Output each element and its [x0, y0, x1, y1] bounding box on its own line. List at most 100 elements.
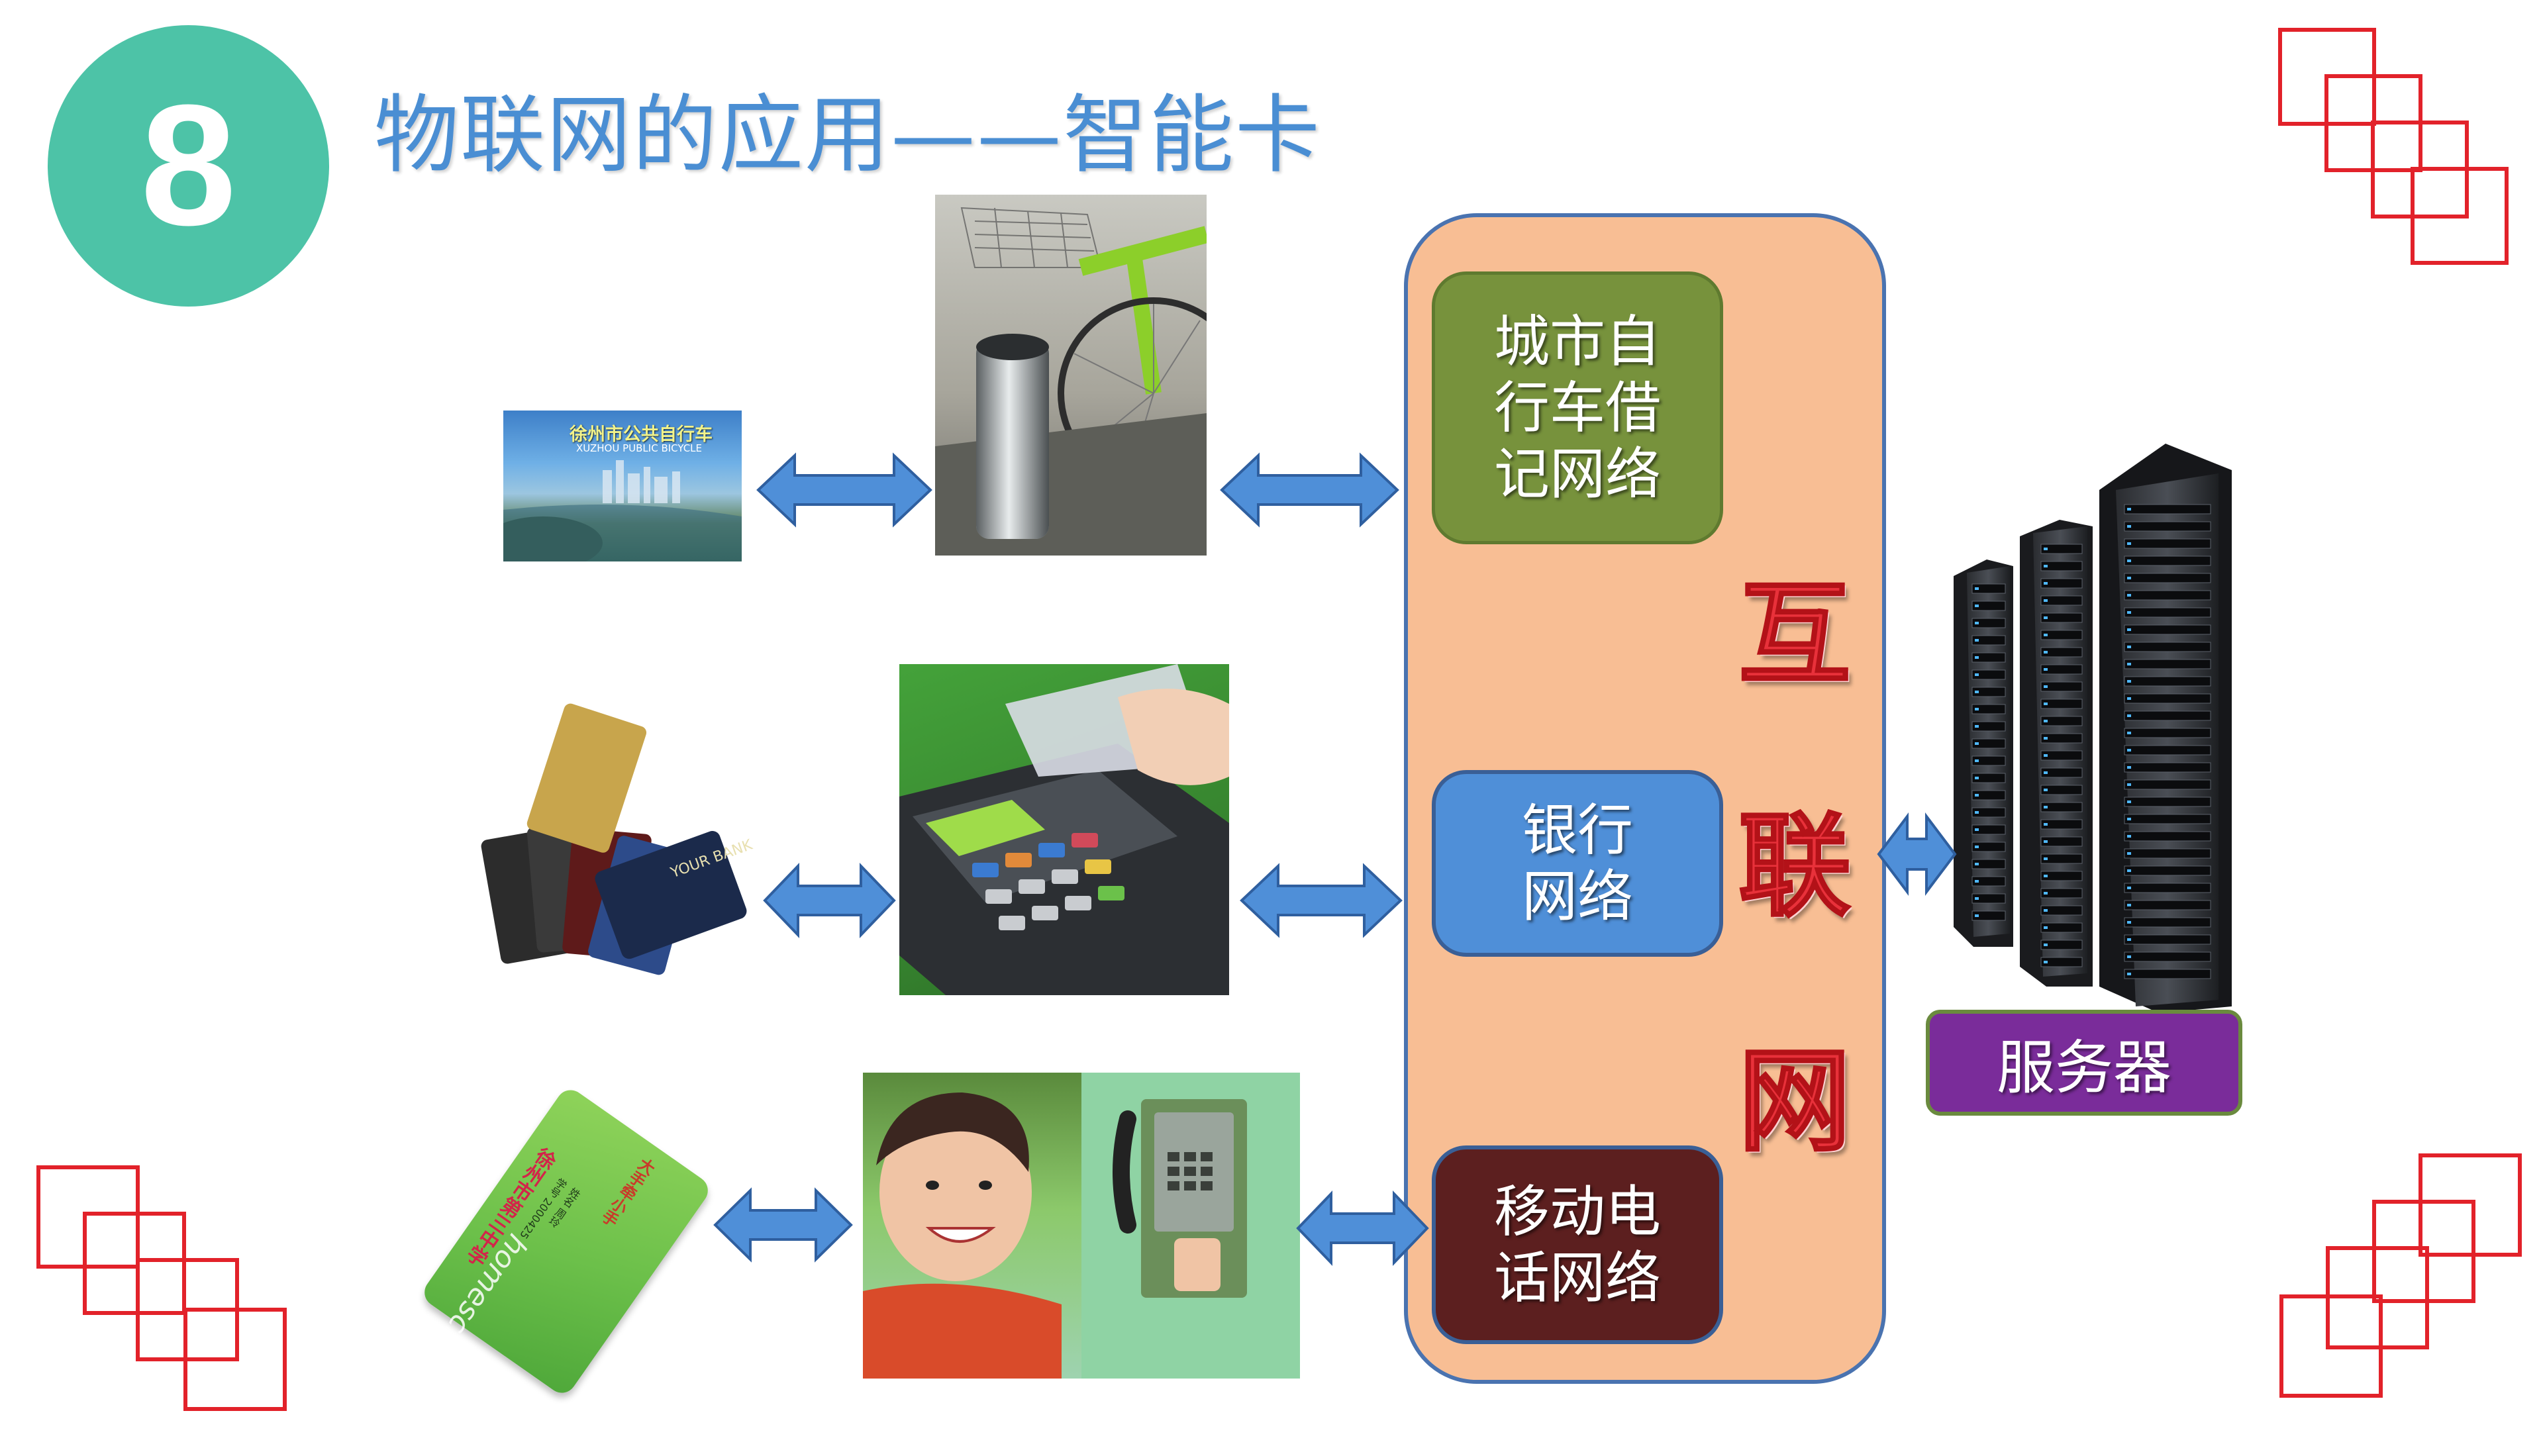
server-slot: [2040, 578, 2083, 589]
mobile-network-line-1: 移动电: [1493, 1179, 1661, 1244]
server-slot: [1971, 755, 2006, 766]
server-led: [1975, 880, 1979, 883]
school-card-brand: 大手牵小手: [597, 1153, 658, 1230]
server-led: [2044, 599, 2048, 602]
server-slot: [2040, 871, 2083, 881]
server-led: [2127, 783, 2131, 786]
server-label: 服务器: [1926, 1010, 2242, 1116]
server-slot: [1971, 618, 2006, 628]
server-led: [1975, 742, 1979, 745]
city-skyline-icon: [503, 460, 742, 561]
server-led: [2127, 628, 2131, 631]
server-led: [2044, 582, 2048, 585]
server-slot: [2124, 642, 2211, 652]
server-slot: [2040, 922, 2083, 933]
server-slot: [2124, 745, 2211, 755]
server-led: [2127, 938, 2131, 941]
server-slot: [2124, 865, 2211, 876]
server-led: [2044, 616, 2048, 619]
server-led: [1975, 639, 1979, 642]
bicycle-icon: [935, 207, 1207, 556]
server-slot: [2040, 630, 2083, 640]
server-led: [1975, 914, 1979, 917]
server-slot: [2040, 612, 2083, 623]
server-slot: [2040, 785, 2083, 795]
server-led: [2127, 835, 2131, 838]
server-slot: [2124, 797, 2211, 807]
server-slot: [2040, 595, 2083, 606]
bicycle-kiosk-photo: [935, 195, 1207, 556]
server-slot: [1971, 687, 2006, 697]
bank-network-box: 银行 网络: [1432, 770, 1723, 957]
server-slot: [1971, 773, 2006, 783]
server-led: [2044, 857, 2048, 860]
server-led: [2044, 892, 2048, 895]
server-slot: [2124, 504, 2211, 514]
server-led: [1975, 587, 1979, 590]
server-led: [2044, 823, 2048, 826]
server-slot: [1971, 893, 2006, 904]
server-led: [2127, 732, 2131, 734]
server-slot: [1971, 601, 2006, 611]
server-slot: [2040, 561, 2083, 571]
server-slot: [1971, 583, 2006, 594]
top-right-decoration: [2278, 28, 2509, 265]
server-slot: [2124, 848, 2211, 859]
server-led: [2044, 548, 2048, 550]
server-slot: [2040, 733, 2083, 744]
server-led: [2127, 921, 2131, 924]
server-led: [2127, 749, 2131, 752]
server-led: [2044, 720, 2048, 722]
arrow-pos-to-bank-network: [1240, 863, 1403, 938]
server-slot: [2040, 836, 2083, 847]
server-led: [2044, 840, 2048, 843]
server-slot: [2124, 521, 2211, 532]
server-slot: [2124, 693, 2211, 704]
server-led: [2127, 577, 2131, 579]
server-slot: [1971, 635, 2006, 646]
server-led: [1975, 759, 1979, 762]
server-slot: [2040, 957, 2083, 967]
server-slot: [1971, 669, 2006, 680]
server-slot: [1971, 807, 2006, 818]
server-led: [2044, 875, 2048, 877]
internet-char-3: 网: [1737, 1036, 1852, 1169]
server-slot: [2124, 590, 2211, 601]
server-led: [2127, 508, 2131, 510]
server-led: [2044, 703, 2048, 705]
server-led: [1975, 622, 1979, 624]
server-slot: [2124, 556, 2211, 566]
server-led: [1975, 863, 1979, 865]
server-slot: [2124, 538, 2211, 549]
server-led: [2127, 594, 2131, 597]
pos-terminal-photo: [899, 664, 1229, 995]
server-led: [1975, 708, 1979, 710]
server-led: [2127, 955, 2131, 958]
server-led: [1975, 691, 1979, 693]
internet-char-1: 互: [1737, 569, 1852, 702]
server-slot: [2124, 917, 2211, 928]
server-slot: [2124, 951, 2211, 962]
mobile-network-line-2: 话网络: [1493, 1245, 1661, 1310]
server-led: [2127, 869, 2131, 872]
server-slot: [2124, 883, 2211, 893]
server-slot: [2124, 900, 2211, 910]
server-led: [1975, 811, 1979, 814]
bicycle-network-line-1: 城市自: [1493, 309, 1661, 374]
server-led: [1975, 605, 1979, 607]
bicycle-card-image: 徐州市公共自行车 XUZHOU PUBLIC BICYCLE: [503, 411, 742, 561]
server-slot: [1971, 842, 2006, 852]
server-led: [2127, 525, 2131, 528]
server-led: [2044, 961, 2048, 963]
server-led: [2127, 611, 2131, 614]
slide-number-badge: 8: [48, 25, 329, 307]
server-slot: [2124, 607, 2211, 618]
server-slot: [2040, 905, 2083, 916]
bank-network-line-1: 银行: [1521, 798, 1633, 863]
phone-booth-photo: [863, 1073, 1300, 1379]
server-led: [2044, 909, 2048, 912]
server-slot: [1971, 824, 2006, 835]
slide-title: 物联网的应用——智能卡: [374, 86, 1322, 185]
server-led: [2127, 801, 2131, 803]
arrow-kiosk-to-bicycle-network: [1220, 452, 1399, 528]
